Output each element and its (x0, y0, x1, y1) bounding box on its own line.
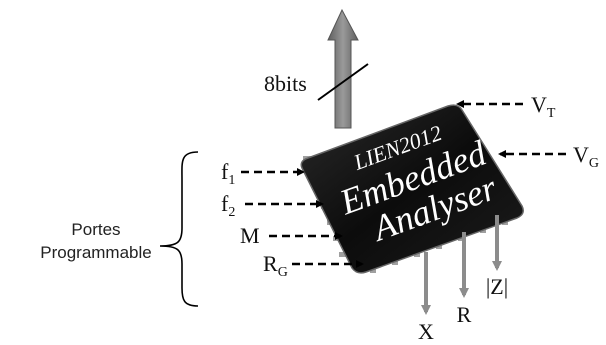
output-z-label: |Z| (486, 274, 508, 299)
group-brace (159, 151, 199, 307)
chip-label-group: LIEN2012 Embedded Analyser (334, 120, 503, 249)
output-r-label: R (457, 302, 472, 327)
bus-width-slash (317, 63, 369, 101)
input-vt-label: VT (531, 92, 556, 121)
chip-package (300, 104, 524, 274)
input-vg-label: VG (573, 142, 599, 171)
bus-arrow (327, 8, 359, 129)
group-label-line2: Programmable (40, 243, 152, 262)
group-label-line1: Portes (71, 220, 120, 239)
bus-width-label: 8bits (264, 71, 307, 96)
input-f1-label: f1 (221, 159, 235, 188)
input-rg-label: RG (263, 251, 288, 280)
output-x-label: X (418, 319, 434, 344)
input-m-label: M (240, 223, 260, 248)
input-f2-label: f2 (221, 191, 235, 220)
